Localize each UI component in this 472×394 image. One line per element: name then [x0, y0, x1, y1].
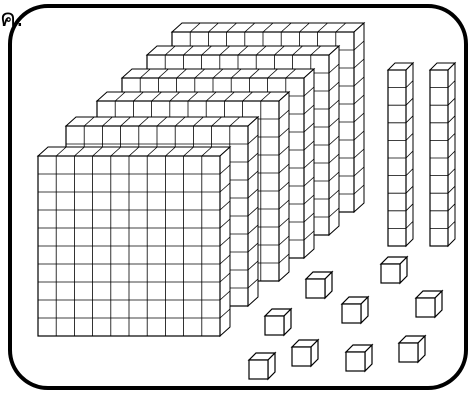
- ones-unit-cube-5: [265, 309, 291, 335]
- ones-unit-cube-2: [306, 272, 332, 298]
- tens-rods-group: [388, 63, 455, 246]
- tens-rod-2: [430, 63, 455, 246]
- ones-unit-cube-6: [292, 340, 318, 366]
- ones-unit-cube-7: [399, 336, 425, 362]
- ones-unit-cube-3: [342, 297, 368, 323]
- ones-unit-cube-4: [416, 291, 442, 317]
- tens-rod-1: [388, 63, 413, 246]
- ones-unit-cube-9: [249, 353, 275, 379]
- hundreds-flat-6: [38, 147, 230, 336]
- ones-unit-cube-8: [346, 345, 372, 371]
- ones-unit-cube-1: [381, 257, 407, 283]
